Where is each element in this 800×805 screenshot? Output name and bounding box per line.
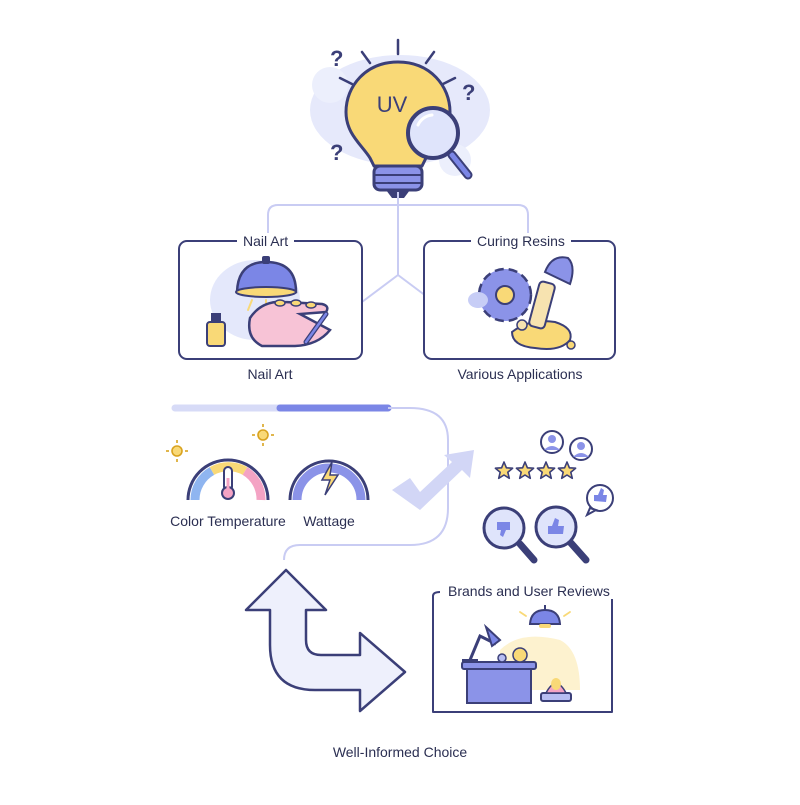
question-mark-icons: ? ? ? bbox=[330, 46, 475, 165]
star-icon bbox=[494, 461, 514, 480]
color-temperature-gauge bbox=[166, 424, 274, 501]
star-icon bbox=[515, 461, 535, 480]
workspace-card bbox=[432, 591, 613, 713]
resin-nozzle-icon bbox=[528, 256, 574, 330]
check-arrow-icon bbox=[392, 450, 474, 510]
question-mark-icon: ? bbox=[462, 80, 475, 105]
nail-art-card-title: Nail Art bbox=[237, 233, 295, 249]
brands-reviews-label: Brands and User Reviews bbox=[442, 583, 616, 599]
star-icon bbox=[557, 461, 577, 480]
thumbs-up-bubble-icon bbox=[584, 484, 614, 518]
color-temperature-label: Color Temperature bbox=[170, 513, 286, 529]
uv-nail-lamp-icon bbox=[540, 678, 572, 702]
desk-icon bbox=[461, 647, 537, 704]
bent-arrow-icon bbox=[244, 568, 407, 713]
thermometer-icon bbox=[221, 466, 235, 500]
reviews-cluster bbox=[482, 430, 614, 564]
wattage-label: Wattage bbox=[303, 513, 355, 529]
magnifier-icon bbox=[406, 106, 473, 180]
curing-resins-card-title: Curing Resins bbox=[471, 233, 571, 249]
gear-icon bbox=[477, 267, 533, 323]
thumbs-down-magnifier-icon bbox=[482, 506, 538, 564]
star-icon bbox=[536, 461, 556, 480]
rating-stars bbox=[494, 461, 577, 480]
question-mark-icon: ? bbox=[330, 46, 343, 71]
sun-icon bbox=[166, 440, 188, 462]
bulb-rays bbox=[338, 38, 457, 86]
question-mark-icon: ? bbox=[330, 140, 343, 165]
nail-polish-icon bbox=[206, 313, 226, 347]
lightning-bolt-icon bbox=[320, 461, 340, 496]
user-avatar-icon bbox=[569, 437, 593, 461]
uv-bulb-group: UV ? ? ? bbox=[310, 38, 490, 198]
thumbs-up-magnifier-icon bbox=[534, 505, 590, 564]
desk-lamp-icon bbox=[462, 623, 502, 663]
nail-art-caption: Nail Art bbox=[247, 366, 293, 382]
nail-lamp-icon bbox=[235, 256, 298, 313]
curing-resins-card bbox=[423, 240, 616, 360]
nail-art-card bbox=[178, 240, 363, 360]
sun-icon bbox=[252, 424, 274, 446]
wattage-gauge bbox=[288, 459, 370, 501]
user-avatar-icon bbox=[540, 430, 564, 454]
various-applications-caption: Various Applications bbox=[457, 366, 583, 382]
well-informed-choice-label: Well-Informed Choice bbox=[332, 744, 468, 760]
progress-connector bbox=[171, 404, 449, 561]
ceiling-lamp-icon bbox=[519, 605, 571, 628]
bulb-uv-text: UV bbox=[377, 92, 408, 117]
